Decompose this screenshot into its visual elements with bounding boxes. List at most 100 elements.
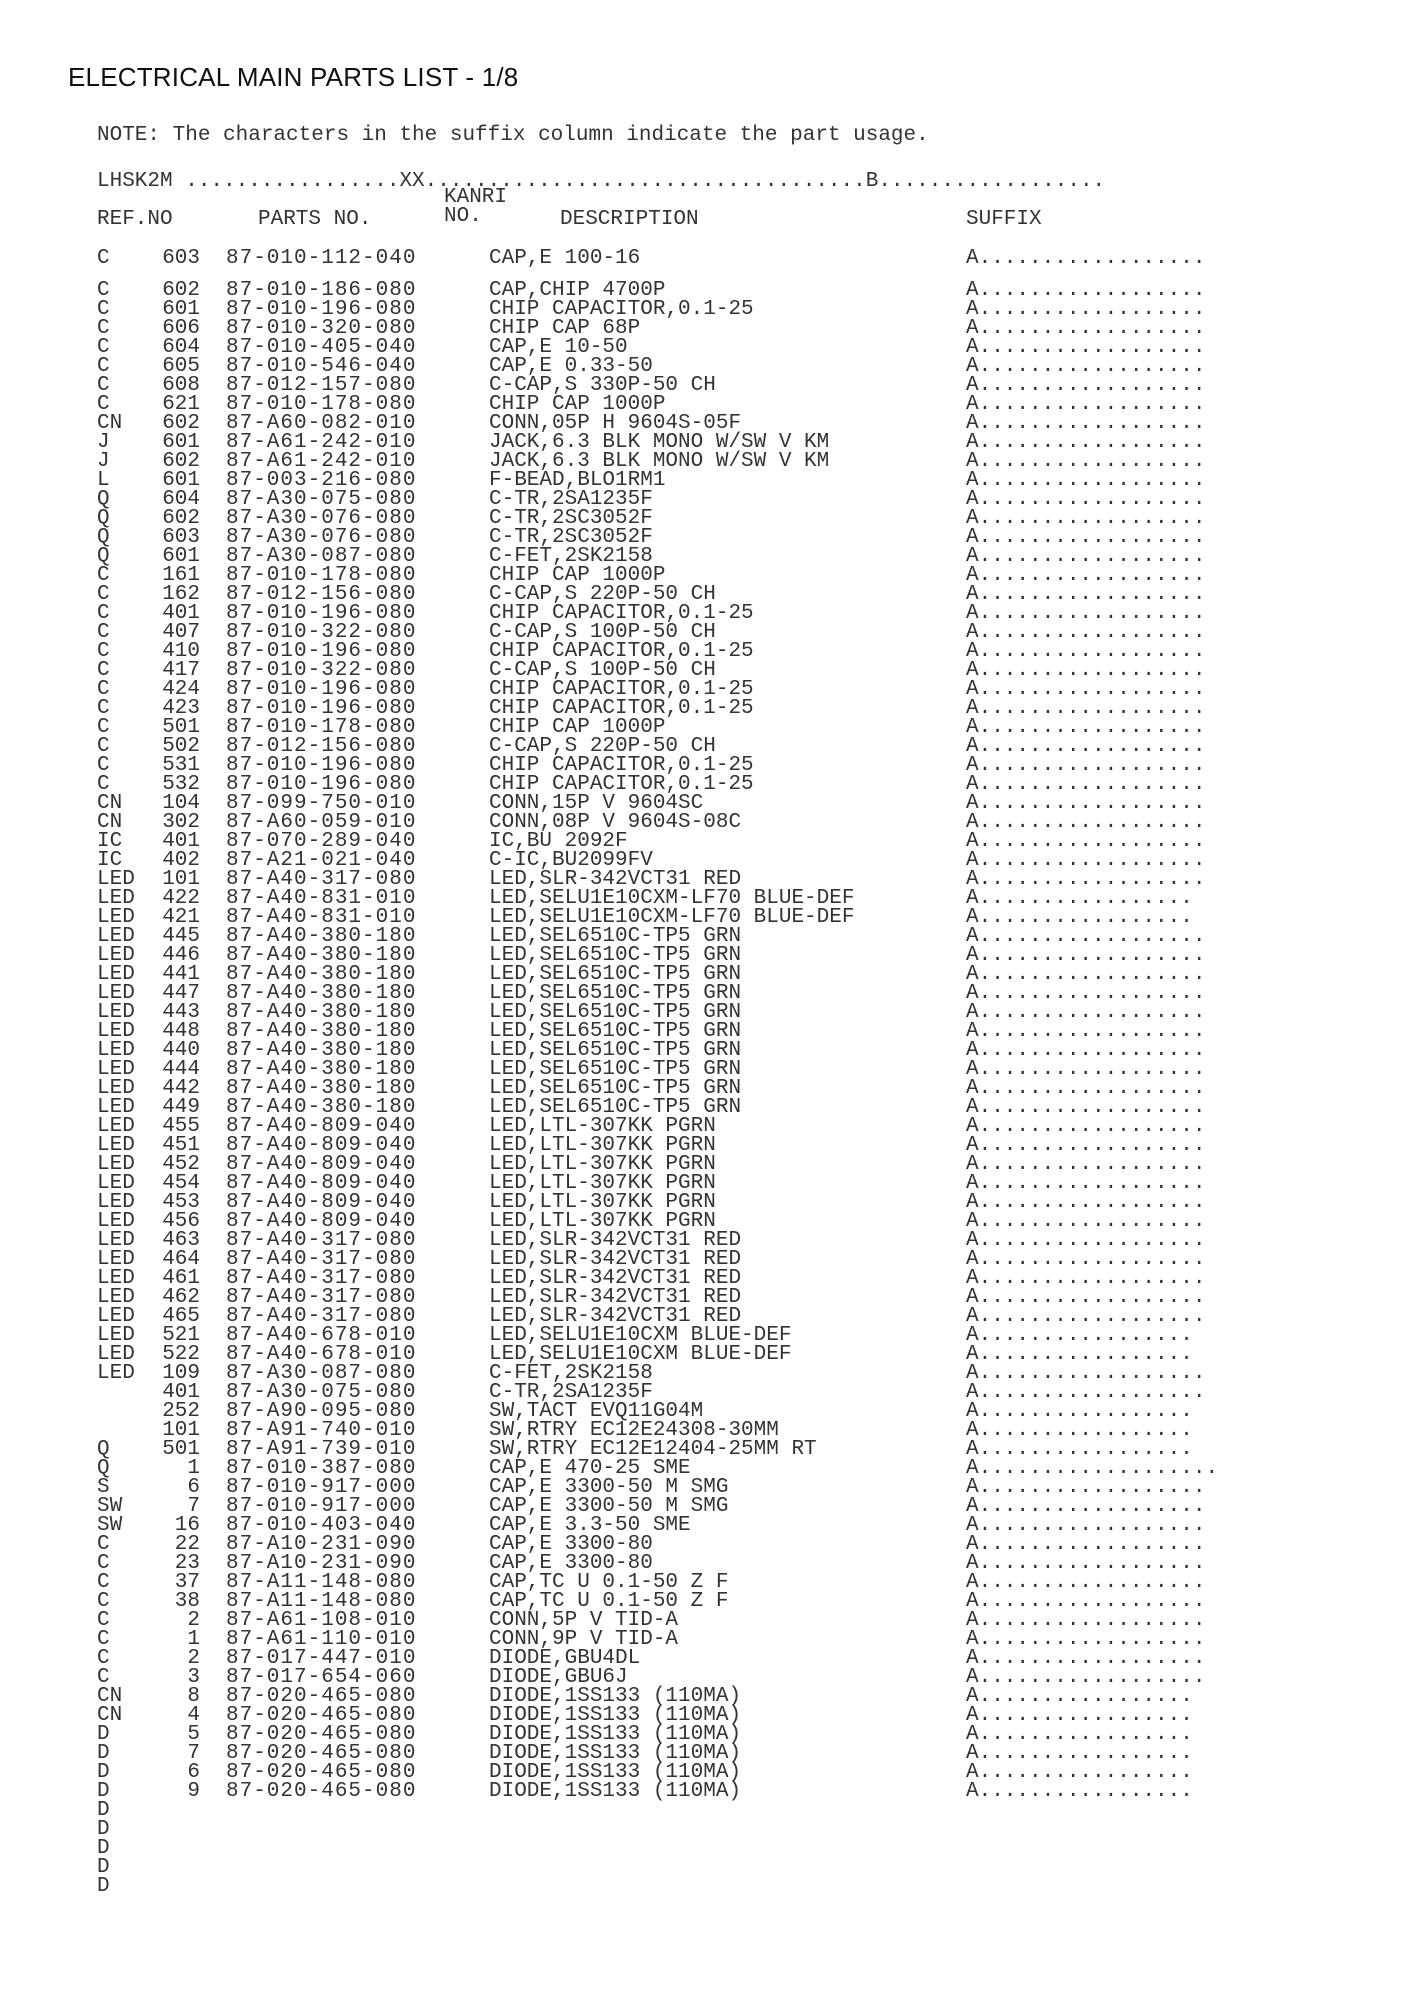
suffix-cell: A..................: [966, 279, 1206, 302]
number-cell: 445: [162, 925, 200, 948]
parts-no-cell: 87-A40-380-180: [226, 1096, 417, 1119]
ref-cell: LED: [97, 1267, 135, 1290]
description-cell: CHIP CAPACITOR,0.1-25: [489, 773, 754, 796]
number-cell: 22: [174, 1533, 200, 1556]
ref-cell: CN: [97, 792, 123, 815]
number-cell: 162: [162, 583, 200, 606]
description-cell: SW,RTRY EC12E12404-25MM RT: [489, 1438, 817, 1461]
parts-no-cell: 87-010-196-080: [226, 640, 417, 663]
suffix-cell: A..................: [966, 792, 1206, 815]
description-cell: CONN,5P V TID-A: [489, 1609, 679, 1632]
suffix-cell: A..................: [966, 1533, 1206, 1556]
number-cell: 521: [162, 1324, 200, 1347]
suffix-cell: A..................: [966, 830, 1206, 853]
ref-no-header: REF.NO: [97, 208, 173, 231]
suffix-cell: A..................: [966, 1495, 1206, 1518]
description-cell: C-TR,2SC3052F: [489, 526, 653, 549]
ref-cell: C: [97, 564, 110, 587]
suffix-cell: A.................: [966, 1419, 1193, 1442]
parts-no-cell: 87-A40-380-180: [226, 1077, 417, 1100]
suffix-cell: A..................: [966, 1115, 1206, 1138]
ref-cell: LED: [97, 1077, 135, 1100]
number-cell: 602: [162, 412, 200, 435]
ref-cell: Q: [97, 1457, 110, 1480]
ref-cell: D: [97, 1761, 110, 1784]
ref-cell: C: [97, 754, 110, 777]
suffix-cell: A..................: [966, 336, 1206, 359]
description-cell: LED,SEL6510C-TP5 GRN: [489, 1039, 742, 1062]
ref-cell: C: [97, 602, 110, 625]
suffix-column: A..................A..................A.…: [966, 279, 1218, 1802]
suffix-cell: A.................: [966, 906, 1193, 929]
number-cell: 522: [162, 1343, 200, 1366]
suffix-cell: A..................: [966, 963, 1206, 986]
ref-cell: J: [97, 450, 110, 473]
parts-no-cell: 87-A40-809-040: [226, 1115, 417, 1138]
number-cell: 8: [187, 1685, 200, 1708]
ref-cell: IC: [97, 849, 123, 872]
description-cell: DIODE,1SS133 (110MA): [489, 1761, 742, 1784]
suffix-cell: A..................: [966, 773, 1206, 796]
description-cell: CAP,E 3300-50 M SMG: [489, 1495, 729, 1518]
parts-no-cell: 87-A30-076-080: [226, 526, 417, 549]
parts-no-cell: 87-A40-380-180: [226, 944, 417, 967]
parts-no-cell: 87-A40-317-080: [226, 1248, 417, 1271]
suffix-cell: A..................: [966, 735, 1206, 758]
parts-no-cell: 87-010-320-080: [226, 317, 417, 340]
number-cell: 5: [187, 1723, 200, 1746]
description-cell: LED,SLR-342VCT31 RED: [489, 1286, 742, 1309]
suffix-cell: A..................: [966, 1286, 1206, 1309]
suffix-cell: A.................: [966, 1685, 1193, 1708]
description-cell: LED,SEL6510C-TP5 GRN: [489, 925, 742, 948]
parts-no-cell: 87-010-196-080: [226, 697, 417, 720]
suffix-cell: A..................: [966, 1077, 1206, 1100]
suffix-cell: A..................: [966, 1571, 1206, 1594]
suffix-cell: A..................: [966, 1153, 1206, 1176]
number-cell: 455: [162, 1115, 200, 1138]
number-cell: 423: [162, 697, 200, 720]
suffix-cell: A..................: [966, 868, 1206, 891]
description-cell: C-CAP,S 100P-50 CH: [489, 659, 716, 682]
ref-cell: LED: [97, 1039, 135, 1062]
ref-cell: Q: [97, 488, 110, 511]
parts-no-cell: 87-A40-380-180: [226, 1058, 417, 1081]
parts-no-cell: 87-A91-739-010: [226, 1438, 417, 1461]
number-cell: 1: [187, 1457, 200, 1480]
parts-no-cell: 87-A40-809-040: [226, 1210, 417, 1233]
number-cell: 452: [162, 1153, 200, 1176]
model-suffix-line: LHSK2M .................XX..............…: [97, 170, 1106, 193]
ref-cell: Q: [97, 526, 110, 549]
parts-no-cell: 87-A40-831-010: [226, 906, 417, 929]
number-cell: 401: [162, 830, 200, 853]
number-cell: 1: [187, 1628, 200, 1651]
number-cell: 23: [174, 1552, 200, 1575]
suffix-cell: A..................: [966, 754, 1206, 777]
description-cell: JACK,6.3 BLK MONO W/SW V KM: [489, 431, 830, 454]
suffix-cell: A..................: [966, 982, 1206, 1005]
suffix-cell: A..................: [966, 1476, 1206, 1499]
number-cell: 601: [162, 545, 200, 568]
description-cell: CONN,15P V 9604SC: [489, 792, 704, 815]
description-cell: CHIP CAP 1000P: [489, 564, 666, 587]
suffix-cell: A..................: [966, 621, 1206, 644]
ref-cell: J: [97, 431, 110, 454]
description-cell: CONN,9P V TID-A: [489, 1628, 679, 1651]
suffix-cell: A..................: [966, 507, 1206, 530]
number-cell: 4: [187, 1704, 200, 1727]
ref-cell: C: [97, 374, 110, 397]
description-cell: C-CAP,S 330P-50 CH: [489, 374, 716, 397]
description-cell: LED,SELU1E10CXM BLUE-DEF: [489, 1324, 792, 1347]
suffix-cell: A.................: [966, 887, 1193, 910]
description-cell: DIODE,1SS133 (110MA): [489, 1685, 742, 1708]
ref-cell: C: [97, 1533, 110, 1556]
number-cell: 442: [162, 1077, 200, 1100]
number-cell: 602: [162, 450, 200, 473]
ref-cell: C: [97, 773, 110, 796]
parts-no-cell: 87-003-216-080: [226, 469, 417, 492]
suffix-cell: A..................: [966, 545, 1206, 568]
ref-cell: L: [97, 469, 110, 492]
description-cell: LED,SEL6510C-TP5 GRN: [489, 982, 742, 1005]
page-title: ELECTRICAL MAIN PARTS LIST - 1/8: [68, 62, 519, 92]
